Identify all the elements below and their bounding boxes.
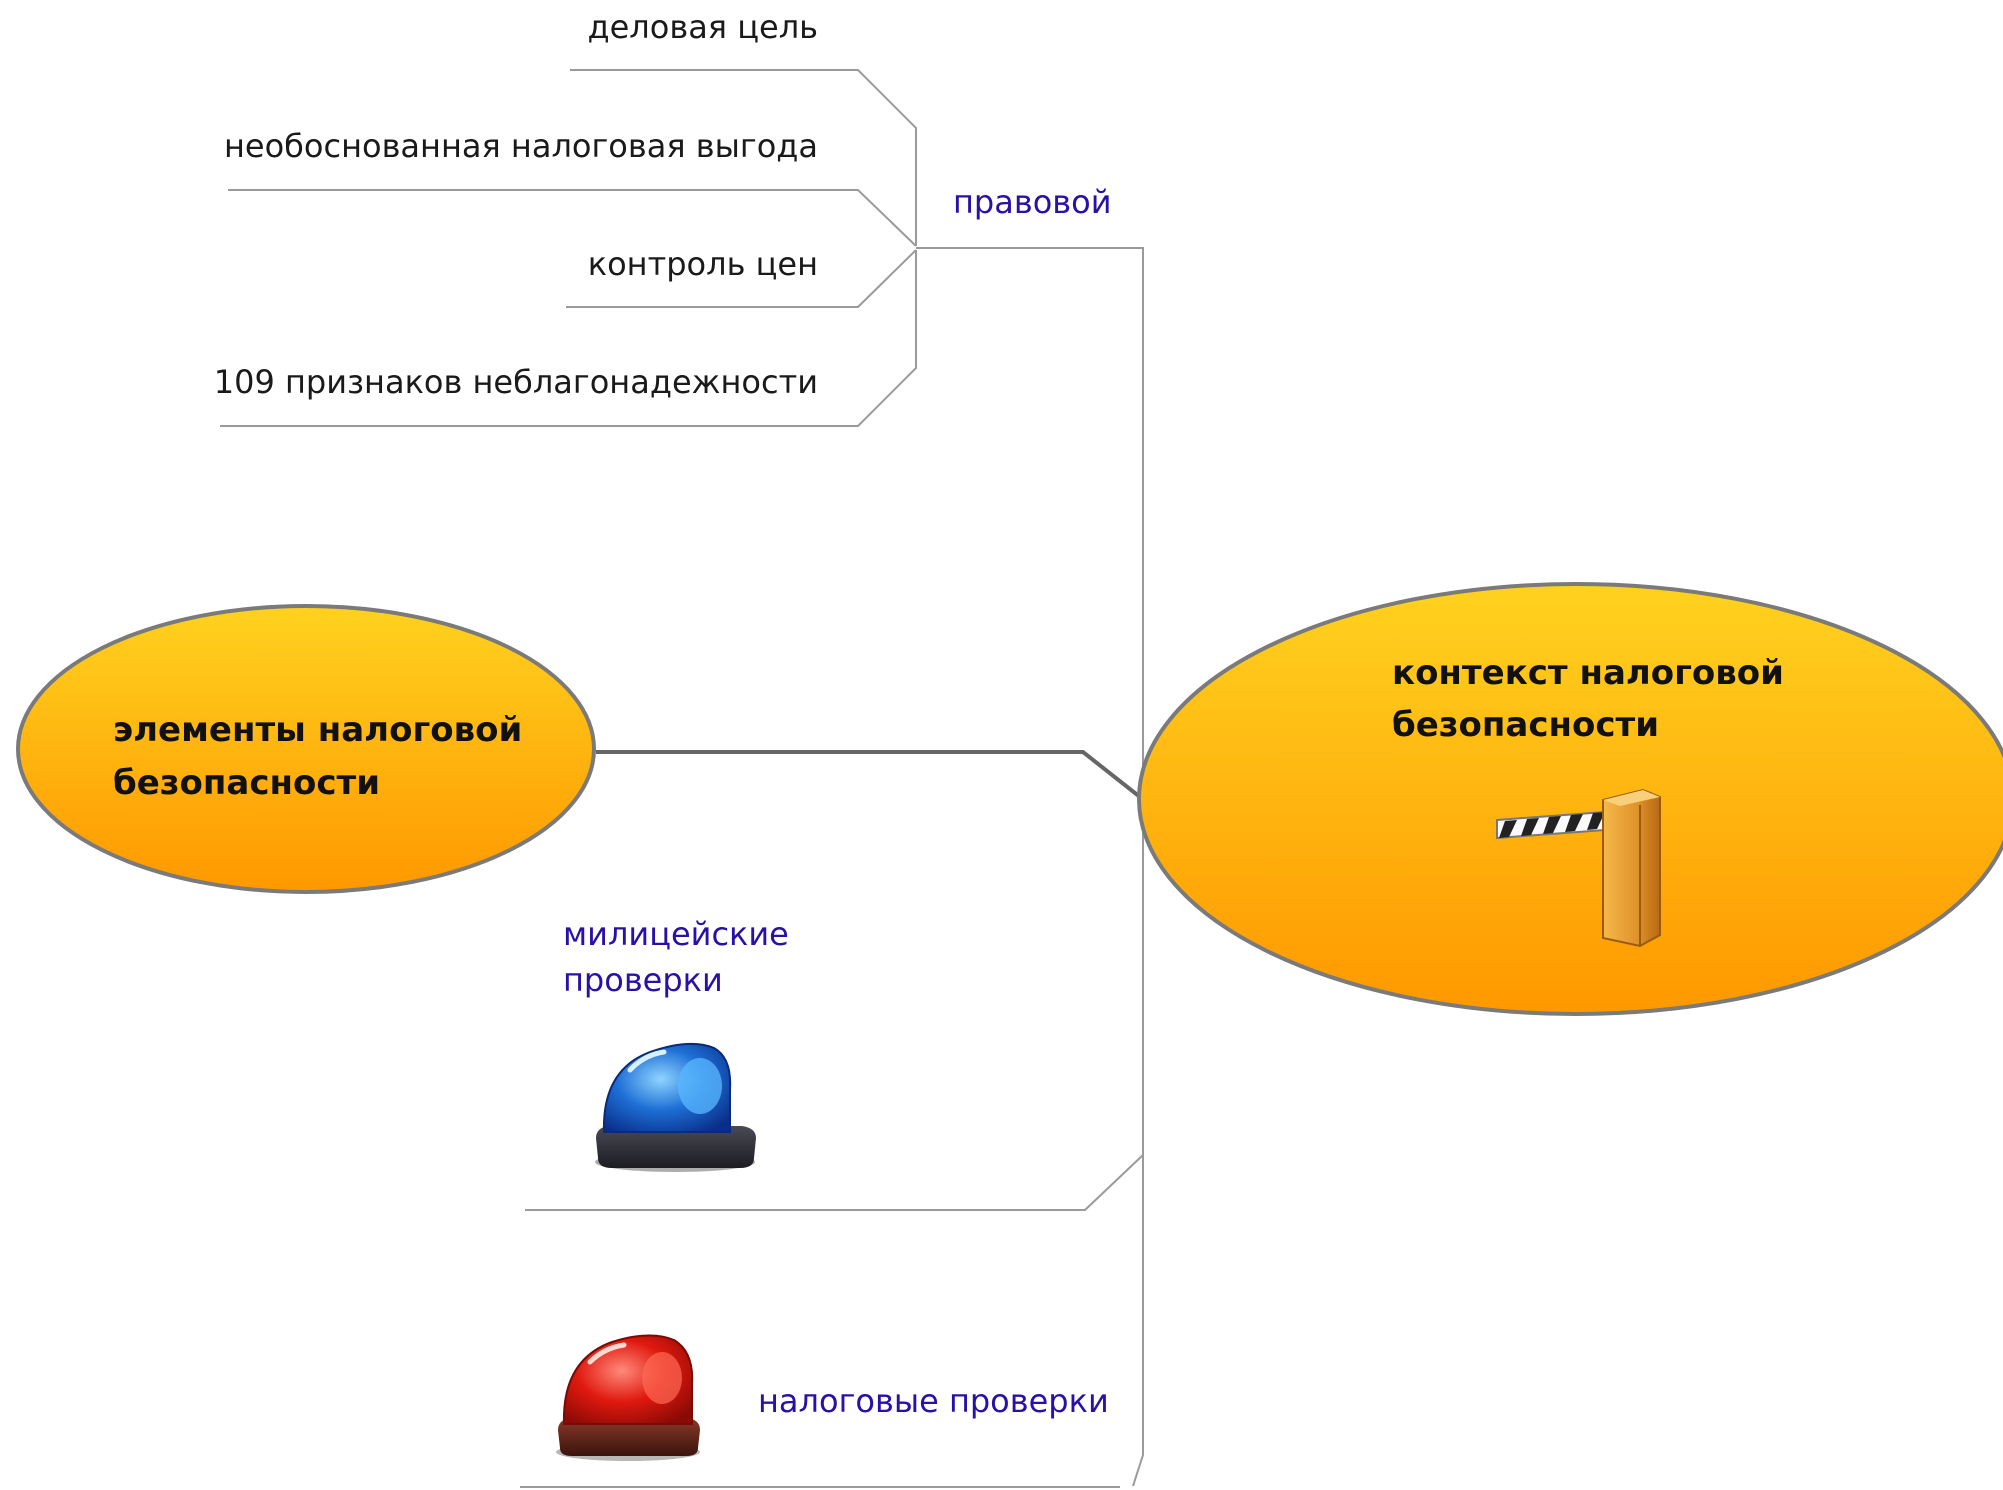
legal-branch-connectors <box>220 69 1144 790</box>
police-branch-connector <box>525 1154 1144 1211</box>
blue-beacon-icon <box>595 1042 756 1172</box>
leaf-connector-1 <box>570 69 917 246</box>
left-node-connector <box>596 750 1142 799</box>
left-node[interactable]: элементы налоговой безопасности <box>16 604 596 894</box>
police-branch-label-line1: милицейские <box>563 915 789 953</box>
right-node-label-line1: контекст налоговой <box>1392 653 1784 693</box>
left-node-shape <box>16 604 596 894</box>
legal-branch-label: правовой <box>953 183 1112 221</box>
right-node-label-line2: безопасности <box>1392 705 1659 745</box>
barrier-gate-icon <box>1496 788 1661 948</box>
leaf-label: деловая цель <box>587 8 818 46</box>
left-node-label-line2: безопасности <box>113 763 380 803</box>
lower-trunk-line <box>1132 790 1144 1487</box>
leaf-connector-3 <box>566 249 917 308</box>
red-beacon-icon <box>556 1334 700 1461</box>
right-node[interactable]: контекст налоговой безопасности <box>1137 582 2003 1016</box>
right-node-shape <box>1137 582 2003 1016</box>
leaf-label: необоснованная налоговая выгода <box>224 127 818 165</box>
police-branch[interactable]: милицейские проверки <box>563 915 789 1172</box>
tax-branch[interactable]: налоговые проверки <box>556 1334 1109 1461</box>
leaf-connector-4 <box>220 250 917 427</box>
tax-branch-label: налоговые проверки <box>758 1382 1109 1420</box>
left-node-label-line1: элементы налоговой <box>113 710 522 750</box>
leaf-label: контроль цен <box>588 245 818 283</box>
leaf-connector-2 <box>228 189 917 247</box>
legal-branch-line <box>916 247 1144 790</box>
police-branch-label-line2: проверки <box>563 961 723 999</box>
leaf-label: 109 признаков неблагонадежности <box>214 363 818 401</box>
